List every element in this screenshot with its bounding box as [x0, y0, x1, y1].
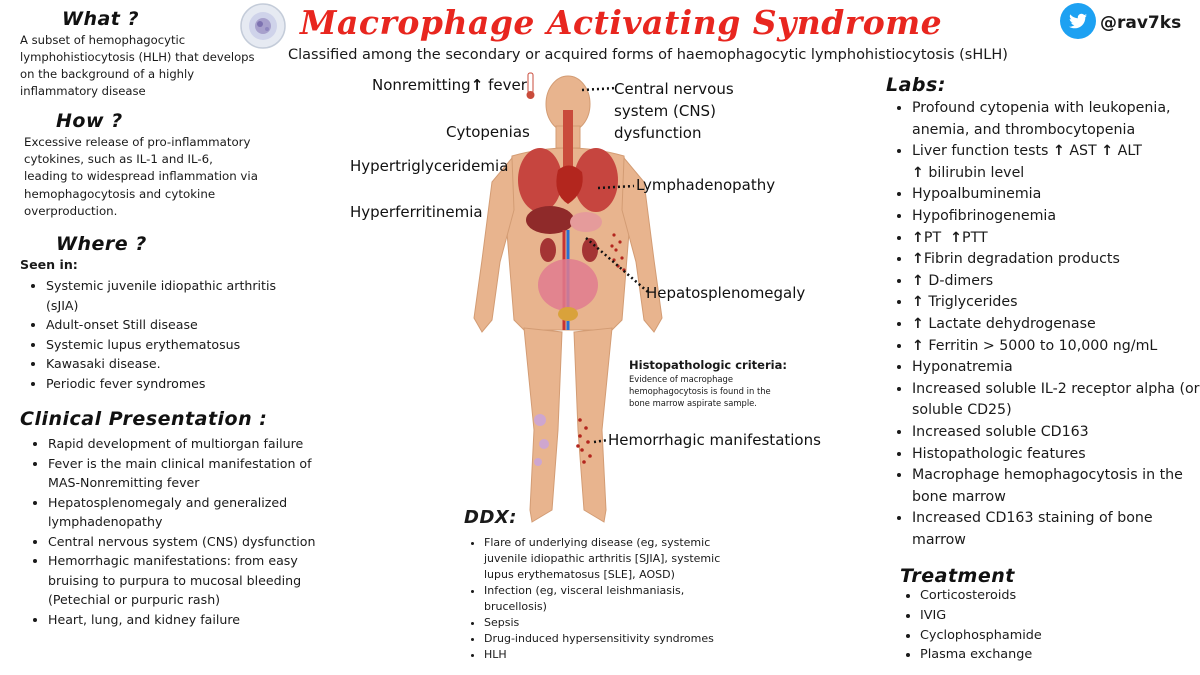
list-item: Kawasaki disease. — [46, 354, 296, 374]
list-item: Sepsis — [484, 615, 746, 631]
list-item: Drug-induced hypersensitivity syndromes — [484, 631, 746, 647]
list-item: Profound cytopenia with leukopenia, anem… — [912, 98, 1200, 141]
list-item: Liver function tests ↑ AST ↑ ALT ↑ bilir… — [912, 141, 1200, 184]
label-hepatosplenomegaly: Hepatosplenomegaly — [646, 284, 806, 302]
arrow-up-icon: ↑ — [912, 337, 924, 354]
page-subtitle: Classified among the secondary or acquir… — [288, 47, 1008, 63]
arrow-up-icon: ↑ — [912, 315, 924, 332]
list-item: Cyclophosphamide — [920, 626, 1180, 646]
list-item: ↑PT ↑PTT — [912, 228, 1200, 250]
how-text: Excessive release of pro-inflammatory cy… — [24, 135, 258, 218]
where-title: Where ? — [56, 233, 147, 255]
list-item: Hepatosplenomegaly and generalized lymph… — [48, 493, 316, 532]
label-fever: Nonremitting↑ fever — [372, 76, 527, 94]
arrow-up-icon: ↑ — [912, 294, 924, 311]
list-item: Increased soluble IL-2 receptor alpha (o… — [912, 379, 1200, 422]
list-item: Fever is the main clinical manifestation… — [48, 454, 316, 493]
ddx-list: Flare of underlying disease (eg, systemi… — [458, 535, 746, 663]
twitter-handle[interactable]: @rav7ks — [1060, 3, 1181, 43]
list-item: Hyponatremia — [912, 357, 1200, 379]
page-title: Macrophage Activating Syndrome — [300, 3, 943, 42]
list-item: Heart, lung, and kidney failure — [48, 610, 316, 630]
list-item: HLH — [484, 647, 746, 663]
handle-text: @rav7ks — [1100, 13, 1182, 33]
label-hypertriglyceridemia: Hypertriglyceridemia — [350, 157, 509, 175]
arrow-up-icon: ↑ — [912, 251, 924, 268]
cell-image — [238, 3, 288, 49]
list-item: Central nervous system (CNS) dysfunction — [48, 532, 316, 552]
list-item: Systemic lupus erythematosus — [46, 335, 296, 355]
list-item: Adult-onset Still disease — [46, 315, 296, 335]
list-item: Plasma exchange — [920, 645, 1180, 665]
body-illustration — [473, 72, 663, 523]
list-item: ↑ Ferritin > 5000 to 10,000 ng/mL — [912, 336, 1200, 358]
label-lymphadenopathy: Lymphadenopathy — [636, 176, 776, 194]
clinical-list: Rapid development of multiorgan failure … — [22, 434, 316, 629]
list-item: Hypoalbuminemia — [912, 184, 1200, 206]
label-hemorrhagic: Hemorrhagic manifestations — [608, 431, 821, 449]
list-item: Histopathologic features — [912, 444, 1200, 466]
label-cns: Central nervous system (CNS) dysfunction — [614, 80, 734, 142]
arrow-up-icon: ↑ — [912, 164, 924, 181]
clinical-title: Clinical Presentation : — [20, 408, 268, 430]
list-item: Increased soluble CD163 — [912, 422, 1200, 444]
treatment-title: Treatment — [900, 565, 1015, 587]
twitter-bird-icon — [1060, 3, 1096, 43]
list-item: Increased CD163 staining of bone marrow — [912, 508, 1200, 551]
where-list: Systemic juvenile idiopathic arthritis (… — [20, 276, 296, 393]
what-title: What ? — [62, 8, 140, 30]
ddx-title: DDX: — [464, 507, 517, 528]
histo-title: Histopathologic criteria: — [629, 358, 787, 372]
label-hyperferritinemia: Hyperferritinemia — [350, 203, 483, 221]
labs-title: Labs: — [886, 74, 946, 96]
list-item: ↑ Lactate dehydrogenase — [912, 314, 1200, 336]
list-item: Infection (eg, visceral leishmaniasis, b… — [484, 583, 746, 615]
list-item: Periodic fever syndromes — [46, 374, 296, 394]
list-item: ↑Fibrin degradation products — [912, 249, 1200, 271]
what-text: A subset of hemophagocytic lymphohistioc… — [20, 33, 255, 98]
list-item: IVIG — [920, 606, 1180, 626]
labs-list: Profound cytopenia with leukopenia, anem… — [886, 98, 1200, 551]
how-title: How ? — [56, 110, 123, 132]
arrow-up-icon: ↑ — [470, 76, 484, 94]
list-item: Corticosteroids — [920, 586, 1180, 606]
list-item: Hemorrhagic manifestations: from easy br… — [48, 551, 316, 610]
arrow-up-icon: ↑ — [1101, 143, 1114, 160]
list-item: Rapid development of multiorgan failure — [48, 434, 316, 454]
arrow-up-icon: ↑ — [950, 229, 963, 246]
histo-text: Evidence of macrophage hemophagocytosis … — [629, 374, 771, 408]
label-cytopenias: Cytopenias — [446, 123, 530, 141]
list-item: Flare of underlying disease (eg, systemi… — [484, 535, 746, 583]
list-item: Macrophage hemophagocytosis in the bone … — [912, 465, 1200, 508]
list-item: ↑ D-dimers — [912, 271, 1200, 293]
list-item: ↑ Triglycerides — [912, 292, 1200, 314]
seen-in-label: Seen in: — [20, 257, 78, 272]
arrow-up-icon: ↑ — [1052, 143, 1065, 160]
arrow-up-icon: ↑ — [912, 272, 924, 289]
list-item: Hypofibrinogenemia — [912, 206, 1200, 228]
treatment-list: Corticosteroids IVIG Cyclophosphamide Pl… — [894, 586, 1180, 665]
list-item: Systemic juvenile idiopathic arthritis (… — [46, 276, 296, 315]
arrow-up-icon: ↑ — [912, 229, 924, 246]
